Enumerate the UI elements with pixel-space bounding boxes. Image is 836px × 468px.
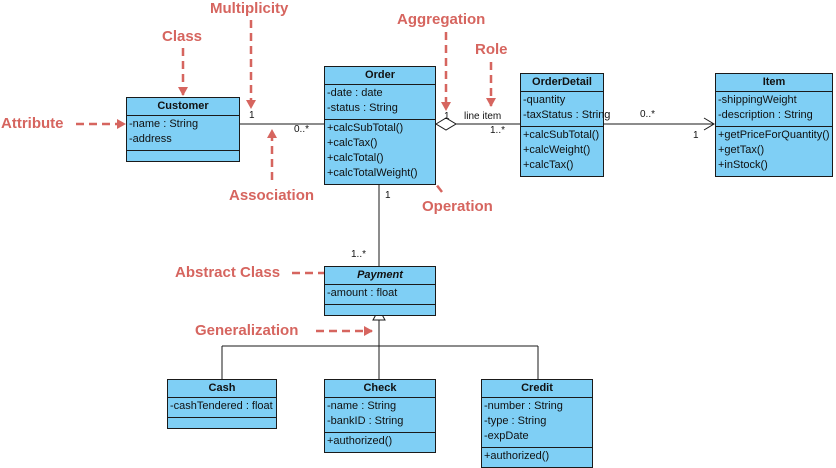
class-order[interactable]: Order -date : date -status : String +cal… [324,66,436,185]
attribute: -bankID : String [327,415,404,427]
attributes-section: -date : date -status : String [325,85,435,120]
operation: +calcWeight() [523,144,591,156]
attribute: -date : date [327,87,383,99]
attribute: -number : String [484,400,563,412]
attributes-section: -cashTendered : float [168,398,276,418]
attributes-section: -name : String -bankID : String [325,398,435,433]
class-name: Order [325,67,435,85]
class-cash[interactable]: Cash -cashTendered : float [167,379,277,429]
attribute: -status : String [327,102,398,114]
annotation-role: Role [475,41,508,58]
operation: +getTax() [718,144,765,156]
mult-order-payment-payment-end: 1..* [351,249,367,260]
attributes-section: -amount : float [325,285,435,305]
attribute: -type : String [484,415,547,427]
attribute: -name : String [327,400,397,412]
operations-section: +getPriceForQuantity() +getTax() +inStoc… [716,127,832,176]
mult-order-payment-order-end: 1 [385,190,391,201]
class-name: Item [716,74,832,92]
annotation-attribute: Attribute [1,115,64,132]
mult-orderdetail-item-item-end: 1 [693,130,699,141]
attribute: -description : String [718,109,813,121]
mult-customer-order-order-end: 0..* [294,124,310,135]
operation: +inStock() [718,159,768,171]
operation: +calcSubTotal() [523,129,600,141]
attribute: -expDate [484,430,529,442]
aggregation-diamond [435,117,457,131]
class-check[interactable]: Check -name : String -bankID : String +a… [324,379,436,453]
class-name: Payment [325,267,435,285]
class-customer[interactable]: Customer -name : String -address [126,97,240,162]
operations-section: +authorized() [482,448,592,467]
operation: +calcTax() [327,137,378,149]
mult-orderdetail-item-detail-end: 0..* [640,109,656,120]
mult-order-orderdetail-detail-end: 1..* [490,125,506,136]
attribute: -amount : float [327,287,398,299]
mult-customer-order-customer-end: 1 [249,110,255,121]
annotation-aggregation: Aggregation [397,11,486,28]
class-name: Check [325,380,435,398]
attributes-section: -number : String -type : String -expDate [482,398,592,448]
operation: +getPriceForQuantity() [718,129,830,141]
role-line-item: line item [464,111,502,122]
attribute: -cashTendered : float [170,400,273,412]
operation: +authorized() [484,450,550,462]
annotation-class: Class [162,28,203,45]
operations-section: +calcSubTotal() +calcWeight() +calcTax() [521,127,603,176]
annotation-generalization: Generalization [195,322,299,339]
class-credit[interactable]: Credit -number : String -type : String -… [481,379,593,468]
class-name: OrderDetail [521,74,603,92]
annotation-multiplicity: Multiplicity [210,0,289,17]
operation: +calcTotalWeight() [327,167,418,179]
operations-section: +authorized() [325,433,435,452]
operation: +authorized() [327,435,393,447]
operation: +calcTax() [523,159,574,171]
operations-section: +calcSubTotal() +calcTax() +calcTotal() … [325,120,435,184]
operations-section [325,305,435,315]
attribute: -address [129,133,172,145]
navigability-arrowhead [703,117,715,131]
attribute: -quantity [523,94,566,106]
annotation-association: Association [229,187,315,204]
operation: +calcTotal() [327,152,384,164]
attributes-section: -shippingWeight -description : String [716,92,832,127]
class-name: Credit [482,380,592,398]
operations-section [127,151,239,161]
attributes-section: -name : String -address [127,116,239,151]
class-name: Cash [168,380,276,398]
operation: +calcSubTotal() [327,122,404,134]
mult-order-orderdetail-order-end: 1 [444,111,450,122]
class-item[interactable]: Item -shippingWeight -description : Stri… [715,73,833,177]
class-payment[interactable]: Payment -amount : float [324,266,436,316]
operations-section [168,418,276,428]
class-order-detail[interactable]: OrderDetail -quantity -taxStatus : Strin… [520,73,611,177]
attribute: -name : String [129,118,199,130]
attribute: -taxStatus : String [523,109,611,121]
attributes-section: -quantity -taxStatus : String [521,92,611,127]
annotation-operation: Operation [422,198,493,215]
annotation-abstract-class: Abstract Class [175,264,281,281]
attribute: -shippingWeight [718,94,797,106]
class-name: Customer [127,98,239,116]
